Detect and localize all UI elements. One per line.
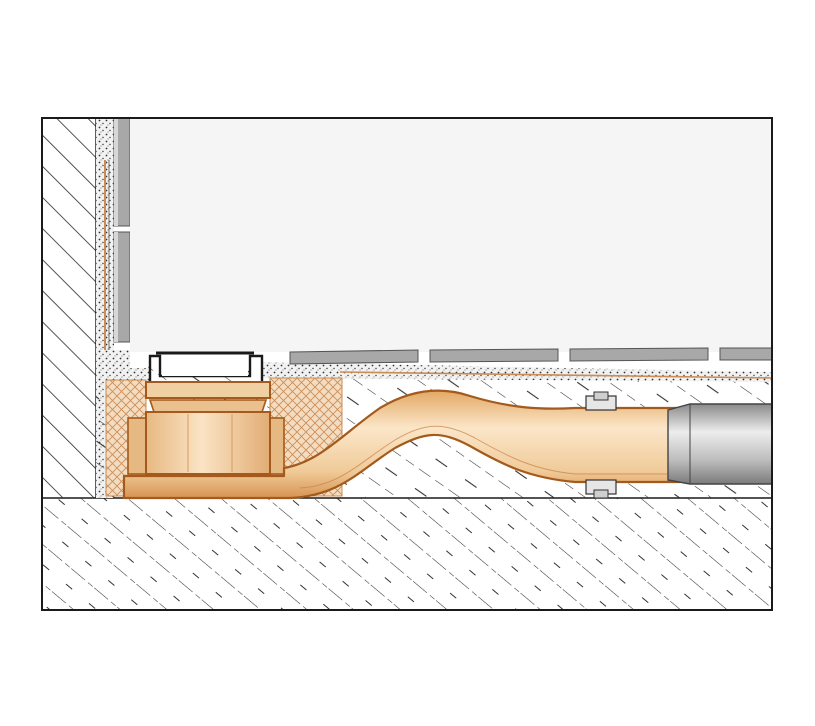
floor-slab bbox=[42, 498, 772, 610]
sewer-pipe bbox=[667, 403, 772, 485]
mortar-bed bbox=[96, 350, 150, 382]
wall bbox=[42, 118, 96, 498]
pipe-connector bbox=[585, 391, 617, 499]
floor-tiles bbox=[289, 347, 772, 365]
room-space bbox=[130, 118, 772, 352]
drain-outlet bbox=[127, 411, 285, 475]
diagram-frame bbox=[41, 117, 773, 611]
drain-grate bbox=[148, 351, 264, 382]
wall-tiles bbox=[113, 118, 131, 343]
